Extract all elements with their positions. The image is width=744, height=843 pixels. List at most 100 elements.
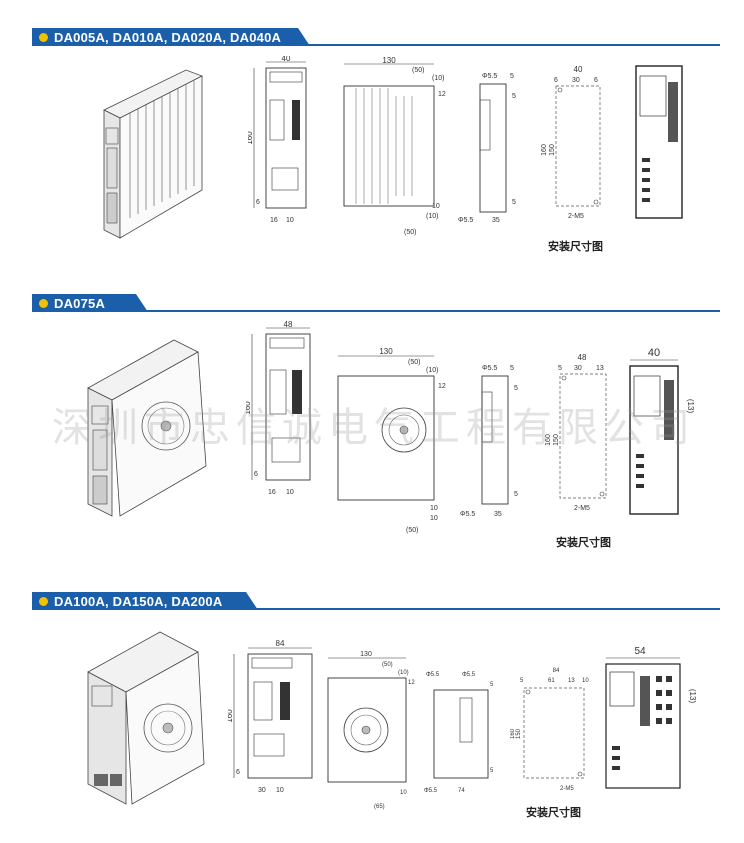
side-r1-label: (10) <box>426 367 438 374</box>
plate-width-label: 48 <box>578 353 587 362</box>
company-watermark: 深圳市忠信诚电气工程有限公司 <box>52 405 696 451</box>
front-view-1: 40 160 6 16 10 <box>248 56 307 224</box>
section-2-caption: 安装尺寸图 <box>556 536 611 549</box>
plate-h2-label: 150 <box>516 728 522 739</box>
mount-foot-label: Φ5.5 <box>460 511 475 518</box>
rear-view-3: 54 (13) <box>605 646 697 789</box>
section-1: DA005A, DA010A, DA020A, DA040A 40 160 6 … <box>0 0 744 290</box>
side-top-label: (50) <box>408 359 420 366</box>
plate-a-label: 5 <box>558 365 562 372</box>
plate-b-label: 30 <box>572 77 580 84</box>
bullet-icon <box>39 596 48 606</box>
plate-view-1: 40 6 30 6 160 150 2-M5 <box>541 65 601 220</box>
plate-view-2: 48 5 30 13 160 150 2-M5 <box>545 353 607 512</box>
mount-hole-label: Φ5.5 <box>482 73 497 80</box>
plate-c-label: 6 <box>594 77 598 84</box>
front-offset-b: 10 <box>286 489 294 496</box>
side-depth-label: 130 <box>382 56 396 65</box>
rear-width-label: 54 <box>634 646 646 657</box>
side-r2-label: 12 <box>438 91 446 98</box>
front-width-label: 48 <box>284 320 293 329</box>
side-b2-label: (10) <box>426 213 438 220</box>
mount-hole-label: Φ5.5 <box>426 672 440 678</box>
section-1-title: DA005A, DA010A, DA020A, DA040A <box>54 29 282 45</box>
plate-d-label: 10 <box>582 678 589 684</box>
front-offset-a: 16 <box>268 489 276 496</box>
plate-bolts-label: 2-M5 <box>560 786 574 792</box>
front-offset-b: 10 <box>286 217 294 224</box>
section-1-rule <box>32 44 720 46</box>
side-b1-label: 10 <box>400 790 407 796</box>
side-depth-label: 130 <box>379 347 393 356</box>
section-3-rule <box>32 608 720 610</box>
front-offset-a: 16 <box>270 217 278 224</box>
side-depth-label: 130 <box>360 651 372 658</box>
plate-h1-label: 160 <box>541 144 548 156</box>
rear-right-label: (13) <box>686 399 695 414</box>
side-b1-label: 10 <box>430 505 438 512</box>
front-bottom-label: 6 <box>236 769 240 776</box>
plate-width-label: 84 <box>553 668 560 674</box>
rear-width-label: 40 <box>648 347 660 359</box>
front-height-label: 160 <box>248 131 254 145</box>
mount-a-label: 5 <box>510 73 514 80</box>
rear-right-label: (13) <box>688 689 697 704</box>
plate-h2-label: 150 <box>549 144 556 156</box>
section-3: DA100A, DA150A, DA200A 84 160 6 30 10 13… <box>0 580 744 843</box>
iso-view-1 <box>103 69 203 239</box>
mount-depth-label: 35 <box>492 217 500 224</box>
front-bottom-label: 6 <box>256 199 260 206</box>
mount-a-label: 5 <box>510 365 514 372</box>
front-height-label: 160 <box>246 401 252 415</box>
side-r2-label: 12 <box>408 680 415 686</box>
plate-b-label: 30 <box>574 365 582 372</box>
section-2-title: DA075A <box>54 295 106 311</box>
side-view-1: 130 (50) (10) 12 10 (10) (50) <box>343 56 446 236</box>
front-view-2: 48 160 6 16 10 <box>246 320 311 496</box>
plate-a-label: 6 <box>554 77 558 84</box>
mount-foot-label: Φ5.5 <box>424 788 438 794</box>
mount-b-label: 5 <box>512 93 516 100</box>
side-bottom-label: (50) <box>406 527 418 534</box>
side-view-3: 130 (50) (10) 12 10 (65) <box>327 651 415 810</box>
front-width-label: 84 <box>276 639 285 648</box>
front-view-3: 84 160 6 30 10 <box>228 639 313 794</box>
side-r1-label: (10) <box>398 670 409 676</box>
side-top-label: (50) <box>412 67 424 74</box>
side-top-label: (50) <box>382 662 393 668</box>
front-width-label: 40 <box>282 56 291 63</box>
bullet-icon <box>39 32 48 42</box>
plate-a-label: 5 <box>520 678 524 684</box>
rear-view-2: 40 (13) <box>629 347 695 515</box>
plate-b-label: 61 <box>548 678 555 684</box>
side-r2-label: 12 <box>438 383 446 390</box>
bullet-icon <box>39 298 48 308</box>
plate-c-label: 13 <box>568 678 575 684</box>
section-2-rule <box>32 310 720 312</box>
plate-view-3: 84 5 61 13 10 160 150 2-M5 <box>510 668 589 792</box>
side-b1-label: 10 <box>432 203 440 210</box>
rear-view-1 <box>635 65 683 219</box>
front-offset-b: 10 <box>276 787 284 794</box>
section-2-tab: DA075A <box>32 294 105 312</box>
mount-foot-label: Φ5.5 <box>458 217 473 224</box>
plate-h1-label: 160 <box>510 728 516 739</box>
mount-c-label: 5 <box>514 491 518 498</box>
iso-view-2 <box>87 339 207 517</box>
plate-bolts-label: 2-M5 <box>568 213 584 220</box>
section-3-caption: 安装尺寸图 <box>526 806 581 819</box>
mount-c-label: 5 <box>512 199 516 206</box>
section-1-caption: 安装尺寸图 <box>548 240 603 253</box>
front-offset-a: 30 <box>258 787 266 794</box>
plate-h1-label: 160 <box>545 434 552 446</box>
plate-bolts-label: 2-M5 <box>574 505 590 512</box>
section-2: DA075A 48 160 6 16 10 130 (50) (10) 12 <box>0 290 744 580</box>
section-3-tab: DA100A, DA150A, DA200A <box>32 592 222 610</box>
side-bottom-label: (65) <box>374 804 385 810</box>
mount-view-1: Φ5.5 5 5 5 Φ5.5 35 <box>458 73 516 224</box>
mount-depth-label: 74 <box>458 788 465 794</box>
mount-b-label: 5 <box>490 682 494 688</box>
side-r1-label: (10) <box>432 75 444 82</box>
plate-c-label: 13 <box>596 365 604 372</box>
mount-c-label: 5 <box>490 768 494 774</box>
